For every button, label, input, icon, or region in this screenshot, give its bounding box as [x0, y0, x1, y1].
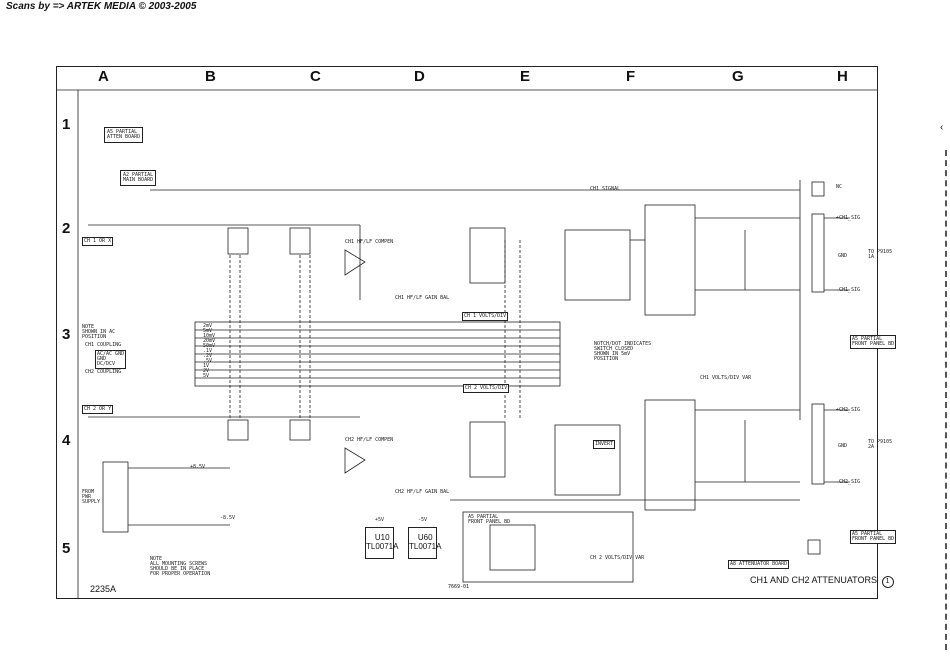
ch2-volts-div-var-label: CH 2 VOLTS/DIV VAR [590, 555, 645, 561]
ch2-or-y-label: CH 2 OR Y [84, 406, 112, 412]
coupling-note: NOTE SHOWN IN AC POSITION [82, 324, 116, 340]
switch-closed-note: NOTCH/DOT INDICATES SWITCH CLOSED SHOWN … [594, 341, 652, 362]
ch2-or-y-input-box: CH 2 OR Y [82, 405, 114, 414]
row-header-4: 4 [62, 432, 71, 449]
column-header-a: A [98, 68, 109, 85]
column-header-g: G [732, 68, 744, 85]
a5-front-panel-label-1: A5 PARTIAL FRONT PANEL BD [852, 336, 895, 347]
a5-front-panel-label-3: A5 PARTIAL FRONT PANEL BD [468, 514, 511, 525]
u60-op-amp: U60 TL0071A [408, 527, 441, 559]
row-header-2: 2 [62, 220, 71, 237]
ch2-sig-plus-label: +CH2_SIG [836, 407, 861, 413]
a5-front-panel-box-1: A5 PARTIAL FRONT PANEL BD [850, 335, 897, 349]
mounting-screws-note: NOTE ALL MOUNTING SCREWS SHOULD BE IN PL… [150, 556, 211, 577]
gnd-label-ch1: GND [838, 253, 848, 259]
gnd-label-ch2: GND [838, 443, 848, 449]
sheet-number-badge: 1 [881, 576, 894, 588]
a2-main-board-label: A2 PARTIAL MAIN BOARD [123, 172, 154, 183]
column-header-f: F [626, 68, 636, 85]
column-header-b: B [205, 68, 216, 85]
invert-switch-box: INVERT [593, 440, 616, 449]
ch2-hf-lf-compen-label: CH2 HF/LF COMPEN [345, 437, 394, 443]
ch1-volts-div-label: CH 1 VOLTS/DIV [464, 313, 507, 319]
ch1-coupling-label: CH1 COUPLING [85, 342, 122, 348]
column-header-c: C [310, 68, 321, 85]
nc-label-top: NC [836, 184, 843, 190]
from-power-supply-label: FROM PWR SUPPLY [82, 489, 101, 505]
page-edge-arrow-icon: ‹ [940, 122, 944, 133]
diagram-title-text: CH1 AND CH2 ATTENUATORS [750, 575, 878, 585]
ch1-volts-div-var-label: CH1 VOLTS/DIV VAR [700, 375, 752, 381]
row-header-1: 1 [62, 116, 71, 133]
schematic-sheet [56, 66, 878, 599]
a8-attenuator-board-box: A8 ATTENUATOR BOARD [728, 560, 790, 569]
u60-label: U60 TL0071A [409, 533, 442, 551]
page-edge-line [945, 150, 949, 650]
model-number: 2235A [90, 584, 117, 594]
column-header-d: D [414, 68, 425, 85]
diagram-title: CH1 AND CH2 ATTENUATORS 1 [750, 575, 894, 588]
ch1-hf-lf-compen-label: CH1 HF/LF COMPEN [345, 239, 394, 245]
ch2-coupling-label: CH2 COUPLING [85, 369, 122, 375]
ch1-or-x-label: CH 1 OR X [84, 238, 112, 244]
u10-label: U10 TL0071A [366, 533, 399, 551]
ch1-sig-minus-label: -CH1_SIG [836, 287, 861, 293]
plus-5v-label: +5V [375, 517, 385, 523]
part-number: 7669-01 [448, 584, 470, 590]
ch1-sig-plus-label: +CH1_SIG [836, 215, 861, 221]
scan-credit: Scans by => ARTEK MEDIA © 2003-2005 [6, 1, 197, 12]
u10-op-amp: U10 TL0071A [365, 527, 398, 559]
a5-attenuator-board-label: A5 PARTIAL ATTEN BOARD [107, 129, 141, 140]
minus-8v5-label: -8.5V [220, 515, 236, 521]
row-header-3: 3 [62, 326, 71, 343]
column-header-e: E [520, 68, 531, 85]
ch2-sig-minus-label: -CH2_SIG [836, 479, 861, 485]
a5-attenuator-board-box: A5 PARTIAL ATTEN BOARD [104, 127, 144, 143]
a2-main-board-box: A2 PARTIAL MAIN BOARD [120, 170, 157, 186]
ch1-volts-div-box: CH 1 VOLTS/DIV [462, 312, 509, 321]
plus-8v5-label: +8.5V [190, 464, 206, 470]
row-header-5: 5 [62, 540, 71, 557]
a5-front-panel-label-2: A5 PARTIAL FRONT PANEL BD [852, 531, 895, 542]
column-header-h: H [837, 68, 848, 85]
coupling-switch-positions: AC/AC GND GND DC/DCV [97, 351, 125, 367]
ch1-gain-bal-label: CH1 HF/LF GAIN BAL [395, 295, 450, 301]
ch2-volts-div-box: CH 2 VOLTS/DIV [463, 384, 510, 393]
minus-5v-label: -5V [418, 517, 428, 523]
ch2-gain-bal-label: CH2 HF/LF GAIN BAL [395, 489, 450, 495]
coupling-switch-box: AC/AC GND GND DC/DCV [95, 350, 127, 369]
ch1-or-x-input-box: CH 1 OR X [82, 237, 114, 246]
to-p9105-2a-label: TO P9105 2A [868, 439, 893, 450]
a8-attenuator-board-label: A8 ATTENUATOR BOARD [730, 561, 788, 567]
to-p9105-1a-label: TO P9105 1A [868, 249, 893, 260]
a5-front-panel-box-2: A5 PARTIAL FRONT PANEL BD [850, 530, 897, 544]
invert-label: INVERT [595, 441, 614, 447]
ch2-volts-div-label: CH 2 VOLTS/DIV [465, 385, 508, 391]
volts-div-positions: 2mV 5mV 10mV 20mV 50mV .1V .2V .5V 1V 2V… [203, 323, 216, 379]
ch1-signal-label: CH1 SIGNAL [590, 186, 621, 192]
